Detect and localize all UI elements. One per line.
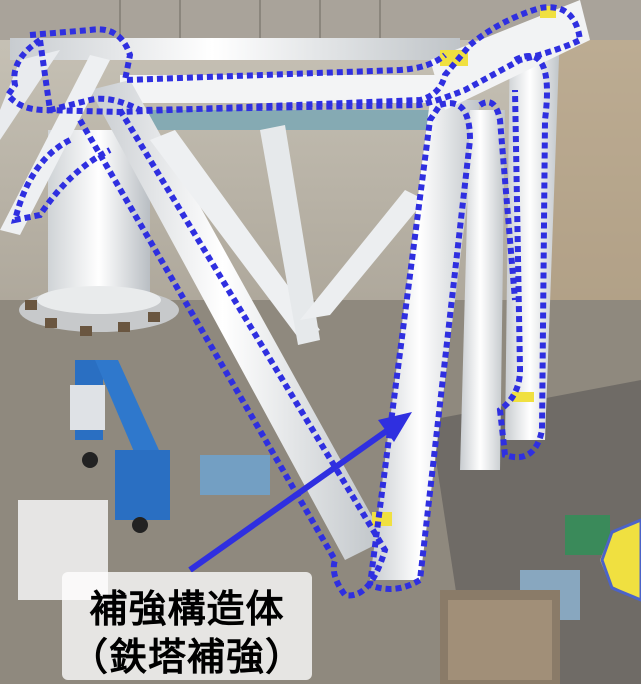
crane-truck bbox=[70, 360, 170, 533]
caption-subtitle: （鉄塔補強） bbox=[69, 635, 304, 679]
arrow-icon bbox=[188, 412, 412, 573]
caption-title: 補強構造体 bbox=[89, 587, 285, 631]
left-arrow-icon bbox=[600, 518, 641, 602]
reinforcement-outline bbox=[4, 4, 584, 599]
caption-panel bbox=[62, 572, 312, 680]
